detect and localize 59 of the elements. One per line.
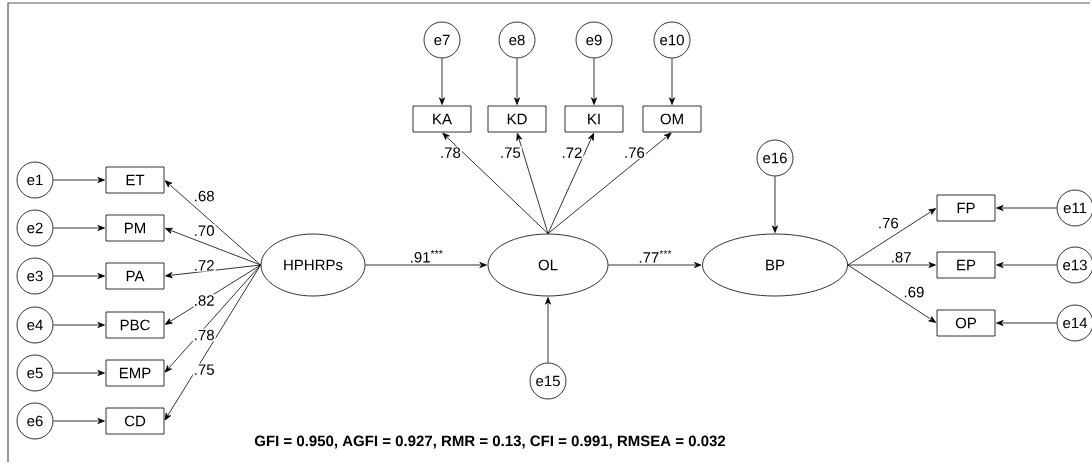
indicator-box: PA (105, 262, 165, 290)
arrow (164, 264, 261, 373)
arrow (53, 273, 105, 279)
arrow (53, 370, 105, 376)
edge-label: .75 (192, 363, 216, 376)
indicator-box: KD (487, 105, 547, 133)
arrow (164, 264, 261, 421)
arrow (847, 208, 937, 266)
indicator-box: KI (564, 105, 624, 133)
arrow (591, 58, 597, 105)
indicator-box: FP (936, 194, 996, 222)
arrow (516, 133, 549, 234)
edge-label: .72 (192, 259, 216, 272)
arrow (996, 320, 1057, 326)
arrow (53, 418, 105, 424)
arrow (608, 262, 702, 268)
indicator-box: KA (412, 105, 472, 133)
fit-indices: GFI = 0.950, AGFI = 0.927, RMR = 0.13, CFI = 0.991, RMSEA = 0.032 (254, 435, 726, 449)
edge-label: .78 (438, 146, 462, 159)
edge-label: .69 (902, 285, 926, 299)
edge-label: .87 (889, 251, 913, 264)
arrow (547, 133, 594, 234)
indicator-box: EP (936, 251, 996, 279)
indicator-box: PM (105, 214, 165, 242)
edge-label: .68 (192, 189, 216, 203)
arrow (547, 132, 672, 234)
edge-label: .78 (192, 328, 216, 342)
arrow (53, 177, 105, 183)
arrow (164, 264, 261, 325)
edge-label: .77$^{***}$ (637, 249, 674, 264)
indicator-box: OM (642, 105, 702, 133)
edge-label: .75 (498, 146, 522, 159)
edge-label: .82 (192, 294, 216, 307)
arrow (53, 322, 105, 328)
arrow (165, 227, 261, 266)
arrow (53, 225, 105, 231)
arrow (164, 180, 261, 266)
arrow (514, 58, 520, 105)
arrow (996, 205, 1057, 211)
arrow (439, 58, 445, 105)
indicator-box: CD (105, 407, 165, 435)
edge-label: .91$^{***}$ (408, 249, 445, 264)
indicator-box: OP (936, 309, 996, 337)
arrow (847, 262, 936, 268)
edge-label: .76 (876, 216, 900, 230)
arrow (996, 262, 1057, 268)
arrow (847, 264, 937, 323)
indicator-box: PBC (105, 311, 165, 339)
arrow (772, 176, 778, 233)
edge-label: .70 (192, 224, 216, 237)
edge-label: .72 (560, 146, 584, 159)
arrow (165, 264, 261, 279)
arrow (365, 262, 487, 268)
indicator-box: EMP (105, 359, 165, 387)
indicator-box: ET (105, 166, 165, 194)
arrow (669, 58, 675, 105)
arrow (442, 132, 549, 234)
edge-label: .76 (622, 146, 646, 159)
arrow (545, 297, 551, 363)
